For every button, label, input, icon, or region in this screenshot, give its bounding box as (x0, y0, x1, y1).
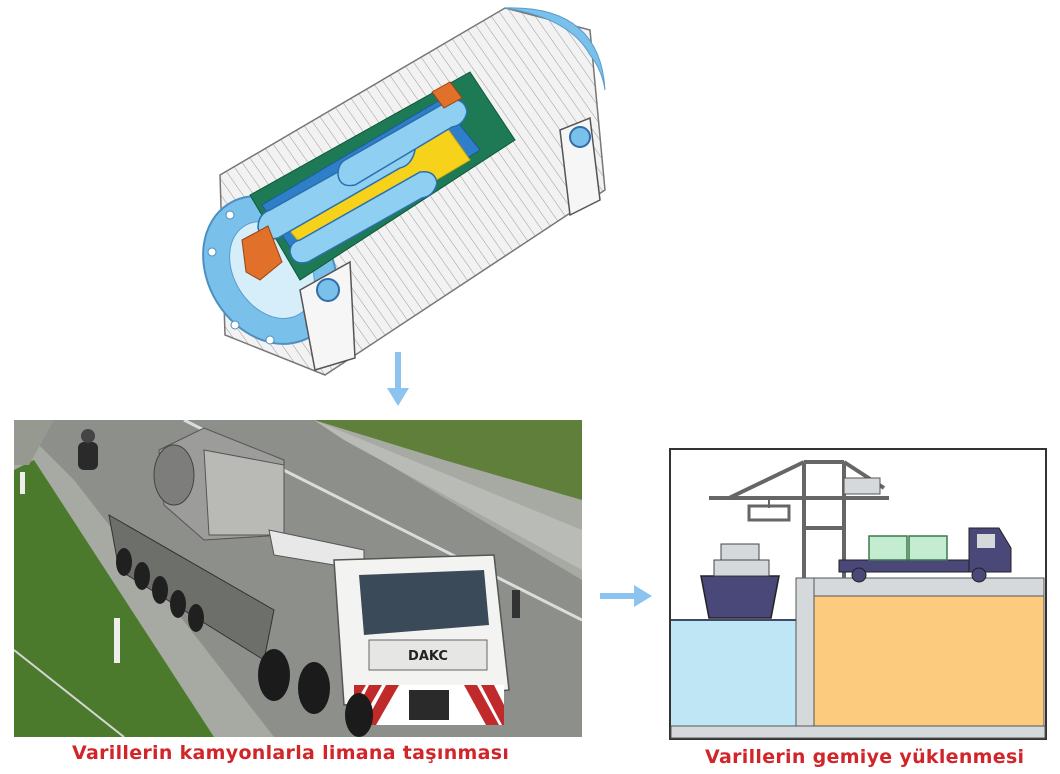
quay-wall (795, 577, 1045, 597)
container-icon (868, 535, 948, 561)
cask-orange-front (241, 225, 283, 281)
caption-truck-transport: Varillerin kamyonlarla limana taşınması (72, 742, 510, 764)
water (671, 620, 796, 726)
motorcycle (78, 442, 98, 470)
dock-fill (813, 595, 1045, 727)
cask-far-rim (504, 7, 606, 91)
ship-icon (700, 543, 780, 619)
ship-loading-diagram (669, 448, 1047, 740)
cask-orange-top (431, 81, 463, 109)
trunnion-rear (569, 126, 591, 148)
left-grass (14, 460, 214, 737)
truck-plate: DAKC (408, 649, 448, 664)
trunnion-front (316, 278, 340, 302)
truck-transport-photo: DAKC (13, 418, 583, 738)
truck-icon (838, 527, 1012, 583)
crane-cab (843, 477, 881, 495)
right-arrow-icon (598, 584, 654, 608)
cask-cutaway-illustration (150, 0, 620, 385)
caption-ship-loading: Varillerin gemiye yüklenmesi (705, 746, 1025, 768)
truck-grille (368, 639, 488, 671)
crane-icon (709, 460, 889, 578)
down-arrow-icon (386, 350, 410, 408)
